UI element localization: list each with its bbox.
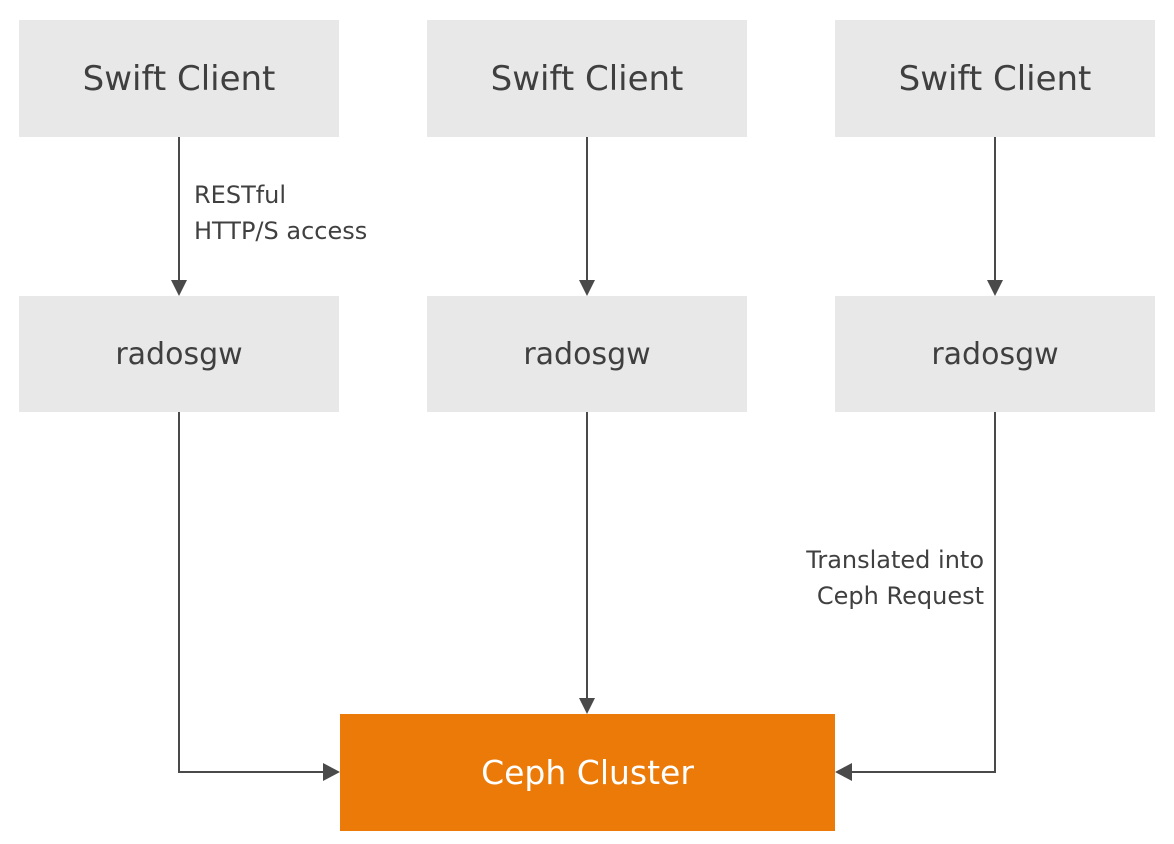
radosgw-box-3: radosgw [835,296,1155,412]
swift-client-label: Swift Client [898,58,1092,99]
swift-client-box-1: Swift Client [19,20,339,137]
swift-client-label: Swift Client [490,58,684,99]
access-annotation-line: HTTP/S access [194,217,368,245]
radosgw-box-1: radosgw [19,296,339,412]
ceph-cluster-box: Ceph Cluster [340,714,835,831]
arrowhead-left-icon [835,763,852,781]
access-annotation-line: RESTful [194,181,287,209]
connector-gateway3-to-cluster [849,412,996,773]
arrowhead-down-icon [171,280,187,296]
swift-client-label: Swift Client [82,58,276,99]
arrowhead-down-icon [579,280,595,296]
ceph-cluster-label: Ceph Cluster [481,753,694,792]
access-annotation: RESTful HTTP/S access [194,177,367,249]
swift-client-box-3: Swift Client [835,20,1155,137]
connector-gateway1-to-cluster [178,412,326,773]
radosgw-label: radosgw [115,336,243,372]
translation-annotation-line: Translated into [806,546,984,574]
arrowhead-down-icon [579,698,595,714]
translation-annotation-line: Ceph Request [816,582,984,610]
arrowhead-down-icon [987,280,1003,296]
arrowhead-right-icon [323,763,340,781]
translation-annotation: Translated into Ceph Request [780,542,984,614]
radosgw-label: radosgw [523,336,651,372]
radosgw-box-2: radosgw [427,296,747,412]
swift-client-box-2: Swift Client [427,20,747,137]
radosgw-label: radosgw [931,336,1059,372]
